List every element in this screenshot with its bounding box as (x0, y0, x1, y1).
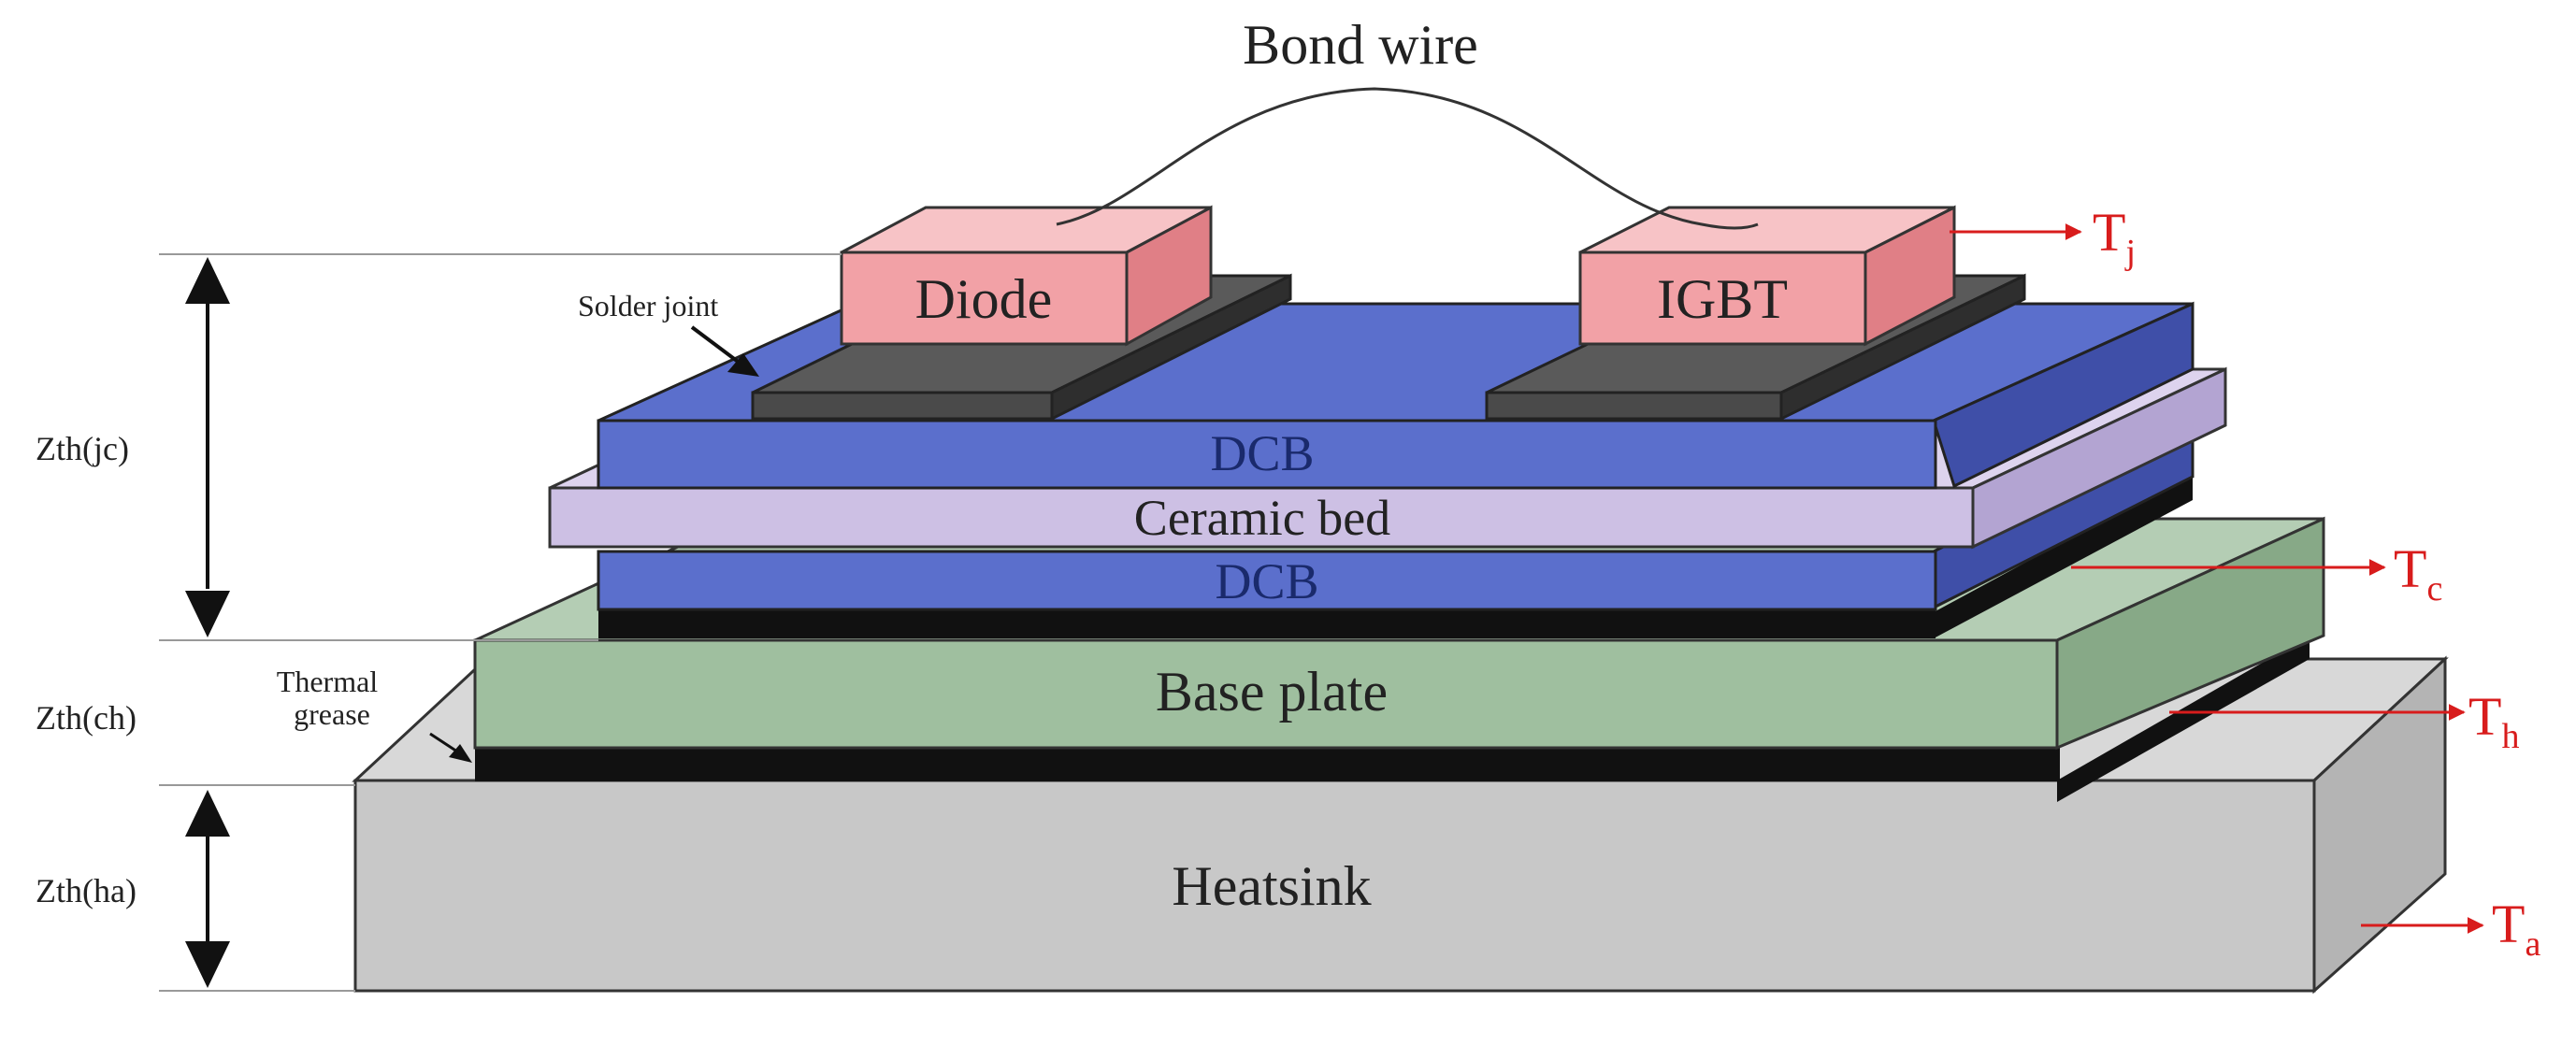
temperature-ambient: Ta (2361, 894, 2540, 964)
dcb-bottom-solder-side (1934, 472, 2193, 638)
base-plate-label: Base plate (1156, 661, 1388, 723)
thermal-grease-side (2057, 636, 2310, 802)
thermal-grease-label-1: Thermal (277, 665, 379, 698)
zth-jc-arrow-up (185, 257, 230, 304)
diode-label: Diode (915, 268, 1053, 330)
zth-jc-arrow-down (185, 591, 230, 637)
heatsink-label: Heatsink (1172, 855, 1371, 917)
tj-label: Tj (2093, 202, 2136, 272)
solder-igbt-front (1485, 391, 1783, 421)
igbt-chip: IGBT (1578, 205, 1956, 347)
th-label: Th (2468, 686, 2519, 756)
diode-front (840, 251, 1129, 346)
dcb-bottom-label: DCB (1215, 553, 1318, 609)
zth-ha-arrow-up (185, 790, 230, 837)
reference-lines (159, 253, 842, 992)
dcb-bottom-front (597, 550, 1937, 611)
diode-chip: Diode (840, 205, 1213, 347)
temperature-junction: Tj (1950, 202, 2136, 272)
zth-jc-dimension: Zth(jc) (36, 257, 230, 637)
base-plate-front (473, 638, 2059, 750)
solder-joint-label: Solder joint (578, 289, 718, 322)
ceramic-bed-front (548, 486, 1975, 549)
ta-label: Ta (2492, 894, 2540, 964)
zth-ha-arrow-down (185, 941, 230, 988)
zth-ha-label: Zth(ha) (36, 872, 137, 909)
solder-joint-arrowhead (727, 353, 759, 377)
thermal-grease-label-2: grease (294, 697, 370, 731)
tc-label: Tc (2394, 538, 2442, 608)
dcb-top-front (597, 419, 1937, 490)
thermal-grease-arrowhead (449, 744, 472, 763)
bond-wire-curve (1056, 87, 1759, 230)
solder-diode-front (751, 391, 1054, 421)
solder-joint-annotation: Solder joint (578, 289, 759, 377)
temperature-heatsink: Th (2169, 686, 2519, 756)
bond-wire: Bond wire (1056, 14, 1759, 230)
temperature-case: Tc (2071, 538, 2442, 608)
zth-jc-label: Zth(jc) (36, 430, 129, 467)
igbt-label: IGBT (1657, 268, 1788, 330)
dcb-top-side (1932, 301, 2195, 489)
dcb-bottom-solder (598, 608, 1936, 638)
thermal-grease-annotation: Thermal grease (277, 665, 472, 763)
ceramic-bed-label: Ceramic bed (1134, 490, 1390, 546)
zth-ch-dimension: Zth(ch) (36, 699, 137, 737)
bond-wire-label: Bond wire (1243, 14, 1478, 76)
heatsink-front (353, 779, 2316, 993)
igbt-front (1578, 251, 1867, 346)
thermal-grease-front (475, 748, 2060, 781)
thermal-grease-layer (475, 636, 2310, 802)
zth-ha-dimension: Zth(ha) (36, 790, 230, 988)
zth-ch-label: Zth(ch) (36, 699, 137, 737)
dcb-top-label: DCB (1210, 425, 1314, 481)
